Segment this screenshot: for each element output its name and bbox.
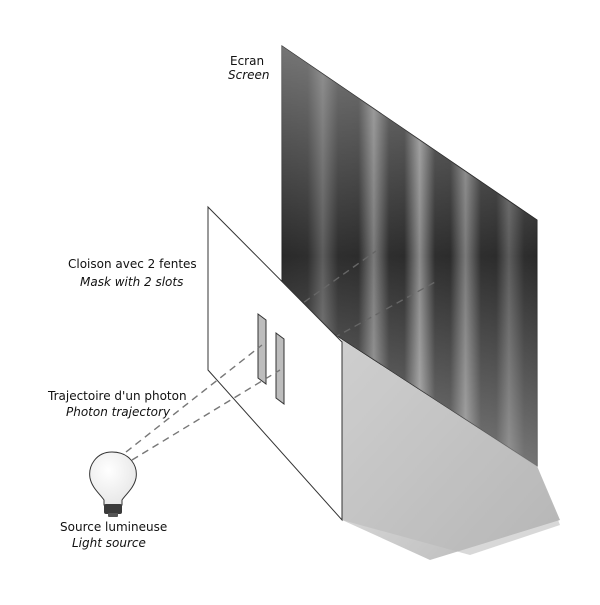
- screen-label-fr: Ecran: [230, 54, 265, 68]
- screen-fringe-fade: [282, 46, 537, 466]
- trajectory-to-upper-slot: [125, 344, 263, 453]
- trajectory-upper-to-screen: [264, 250, 377, 331]
- trajectory-label-en: Photon trajectory: [66, 405, 171, 419]
- mask-label-fr: Cloison avec 2 fentes: [68, 257, 197, 271]
- mask-panel: [207, 205, 343, 522]
- mask: [207, 205, 343, 522]
- trajectory-source-to-mask: [125, 344, 281, 461]
- bulb-base: [104, 504, 122, 514]
- source-label-fr: Source lumineuse: [60, 520, 168, 534]
- slot-upper: [257, 313, 267, 385]
- slot-lower: [275, 332, 285, 405]
- floor-shadow: [342, 340, 560, 555]
- bulb-tip: [108, 513, 118, 517]
- bulb-glass: [89, 451, 137, 506]
- mask-label-en: Mask with 2 slots: [80, 275, 184, 289]
- source-label-en: Light source: [72, 536, 146, 550]
- trajectory-to-lower-slot: [131, 369, 281, 461]
- light-bulb-icon: [89, 451, 137, 517]
- trajectory-label-fr: Trajectoire d'un photon: [48, 389, 187, 403]
- screen-label-en: Screen: [228, 68, 270, 82]
